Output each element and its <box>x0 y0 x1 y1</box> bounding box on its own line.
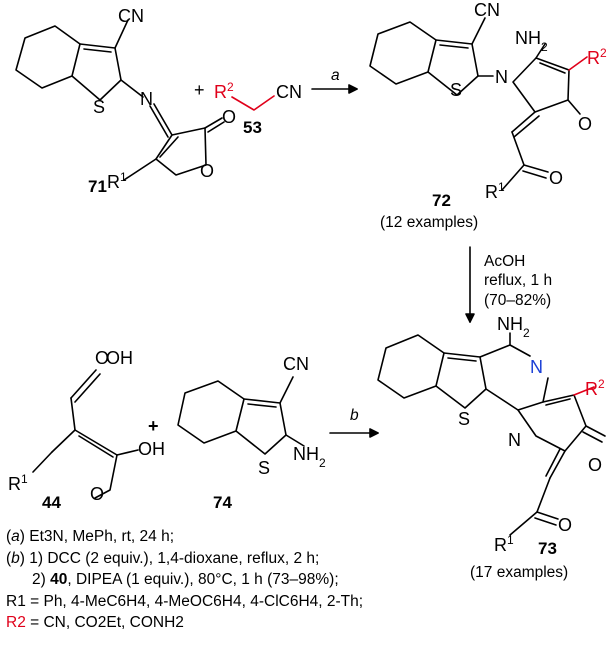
arrow-b <box>329 428 379 438</box>
atom-s-74: S <box>258 458 270 478</box>
atom-n-72: N <box>495 67 508 87</box>
structure-44 <box>32 369 139 499</box>
atom-nh2-74: NH2 <box>293 444 326 470</box>
atom-oh-44b: OH <box>138 439 165 459</box>
note-b1: (b) 1) DCC (2 equiv.), 1,4-dioxane, refl… <box>6 549 320 567</box>
atom-o-73b: O <box>558 515 572 535</box>
plus-2: + <box>148 416 159 436</box>
examples-72: (12 examples) <box>380 214 478 231</box>
atom-cn-72: CN <box>474 0 500 20</box>
atom-cn-53: CN <box>276 82 302 102</box>
note-b-text1: 1) DCC (2 equiv.), 1,4-dioxane, reflux, … <box>29 549 320 567</box>
note-b2-bold: 40 <box>50 571 68 588</box>
atom-nh2-73: NH2 <box>497 314 530 340</box>
structure-74 <box>177 376 305 455</box>
atom-cn-71: CN <box>118 6 144 26</box>
arrow-a <box>311 84 358 94</box>
note-a: (a) Et3N, MePh, rt, 24 h; <box>6 528 174 545</box>
note-r2-text: = CN, CO2Et, CONH2 <box>25 614 184 631</box>
note-a-text: Et3N, MePh, rt, 24 h; <box>29 528 174 545</box>
atom-o-72b: O <box>549 168 563 188</box>
structure-71 <box>15 19 225 181</box>
note-b-label: b <box>11 549 20 567</box>
compound-74: 74 <box>213 493 232 512</box>
plus-1: + <box>194 80 205 100</box>
note-r2: R2 = CN, CO2Et, CONH2 <box>6 612 366 634</box>
atom-oh-44a: OH <box>106 348 133 368</box>
note-r1: R1 = Ph, 4-MeC6H4, 4-MeOC6H4, 4-ClC6H4, … <box>6 592 364 610</box>
condition-yield: (70–82%) <box>484 292 551 309</box>
structure-73 <box>377 332 606 536</box>
arrow-acoh <box>465 246 475 323</box>
compound-72: 72 <box>432 191 451 210</box>
structure-72 <box>369 17 581 191</box>
atom-o-71a: O <box>222 107 236 127</box>
condition-reflux: reflux, 1 h <box>484 272 552 289</box>
atom-o-72a: O <box>578 114 592 134</box>
atom-r2-53: R2 <box>214 80 234 102</box>
atom-s-71: S <box>93 97 105 117</box>
atom-n-73b: N <box>508 430 521 450</box>
examples-73: (17 examples) <box>470 564 568 581</box>
condition-acoh: AcOH <box>484 253 525 270</box>
note-r2-label: R2 <box>6 614 26 631</box>
atom-r1-73: R1 <box>494 533 514 555</box>
atom-s-73: S <box>458 409 470 429</box>
step-a-label: a <box>331 67 340 84</box>
atom-o-44a: O <box>95 348 109 368</box>
compound-44: 44 <box>42 493 61 512</box>
atom-o-44b: O <box>90 484 104 504</box>
atom-n-73a: N <box>530 357 543 377</box>
atom-o-73a: O <box>588 455 602 475</box>
note-b2-post: , DIPEA (1 equiv.), 80°C, 1 h (73–98%); <box>67 571 339 588</box>
atom-n-71: N <box>140 89 153 109</box>
compound-53: 53 <box>243 118 262 137</box>
atom-s-72: S <box>450 80 462 100</box>
note-b2: 2) 40, DIPEA (1 equiv.), 80°C, 1 h (73–9… <box>6 569 366 591</box>
atom-nh2-72: NH2 <box>515 28 548 54</box>
compound-73: 73 <box>538 539 557 558</box>
atom-r2-73: R2 <box>585 377 605 399</box>
atom-o-71b: O <box>200 161 214 181</box>
atom-r1-44: R1 <box>8 472 28 494</box>
atom-r1-72: R1 <box>485 180 505 202</box>
step-b-label: b <box>350 407 359 424</box>
compound-71: 71 <box>88 177 107 196</box>
structure-53 <box>231 95 275 111</box>
note-b2-pre: 2) <box>32 571 46 588</box>
atom-r2-72: R2 <box>587 46 607 68</box>
reaction-conditions-notes: (a) Et3N, MePh, rt, 24 h; (b) 1) DCC (2 … <box>6 526 366 634</box>
atom-cn-74: CN <box>283 354 309 374</box>
note-a-label: a <box>11 528 20 545</box>
atom-r-71: R1 <box>107 170 127 192</box>
